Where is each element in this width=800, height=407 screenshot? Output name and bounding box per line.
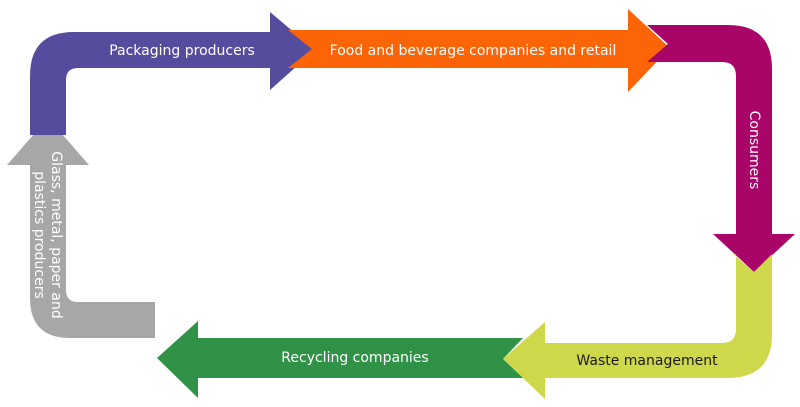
packaging-producers-arrow [30,12,315,135]
recycling-companies-arrow [157,321,523,398]
packaging-producers-label: Packaging producers [109,43,255,59]
food-retail-arrow [288,9,670,92]
consumers-arrow [647,25,795,272]
raw-materials-label: Glass, metal, paper and plastics produce… [31,151,64,318]
raw-materials-arrow [7,118,155,338]
waste-management-arrow [503,254,772,399]
consumers-label: Consumers [746,111,762,190]
recycling-companies-label: Recycling companies [281,350,428,366]
raw-materials-label-line1: Glass, metal, paper and [48,151,64,318]
food-retail-label: Food and beverage companies and retail [330,43,617,59]
raw-materials-label-line2: plastics producers [31,171,47,299]
waste-management-label: Waste management [576,353,718,369]
